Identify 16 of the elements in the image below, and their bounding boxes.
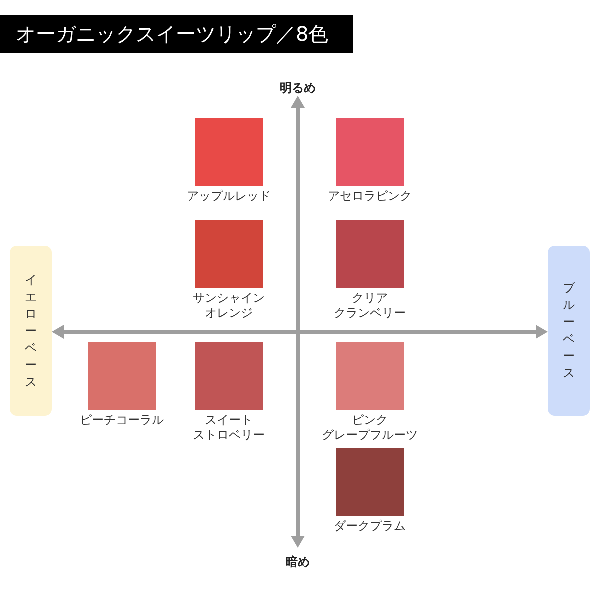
swatch-label: ピーチコーラル <box>80 413 164 428</box>
panel-label: イエローベース <box>24 272 38 390</box>
swatch-label: ピンクグレープフルーツ <box>322 413 418 443</box>
swatch-label: アップルレッド <box>187 189 271 204</box>
axis-label: 明るめ <box>280 80 316 97</box>
double-headed-arrow <box>52 325 548 339</box>
side-panel <box>548 246 590 416</box>
swatch-label: サンシャインオレンジ <box>193 291 265 321</box>
title-banner: オーガニックスイーツリップ／8色 <box>0 15 353 53</box>
panel-label: ブルーベース <box>562 280 576 382</box>
swatch-label: ダークプラム <box>334 519 406 534</box>
swatch-label: スイートストロベリー <box>193 413 265 443</box>
swatch-label: クリアクランベリー <box>334 291 406 321</box>
swatch-label: アセロラピンク <box>328 189 412 204</box>
side-panel <box>10 246 52 416</box>
axis-label: 暗め <box>286 554 310 571</box>
